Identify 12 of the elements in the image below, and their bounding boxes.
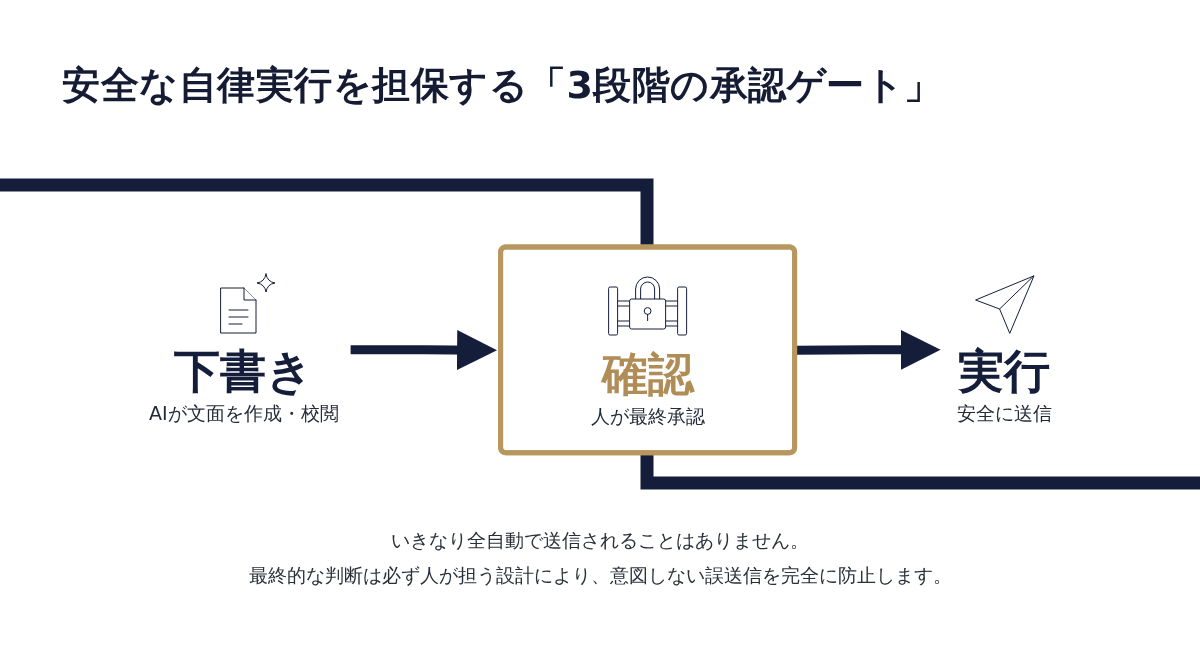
diagram-title: 安全な自律実行を担保する「3段階の承認ゲート」 — [62, 62, 943, 109]
step-title: 実行 — [957, 344, 1050, 399]
step-item — [956, 275, 1052, 425]
note-text: いきなり全自動で送信されることはありません。 — [391, 528, 809, 553]
step-item — [148, 273, 339, 425]
arrow — [350, 330, 497, 371]
step-title: 下書き — [174, 344, 313, 399]
step-description: 人が最終承認 — [590, 405, 705, 428]
step-description: AIが文面を作成・校閲 — [148, 402, 339, 425]
step-title: 確認 — [601, 347, 694, 402]
step-description: 安全に送信 — [956, 402, 1052, 425]
note-text: 最終的な判断は必ず人が担う設計により、意図しない誤送信を完全に防止します。 — [248, 562, 952, 588]
